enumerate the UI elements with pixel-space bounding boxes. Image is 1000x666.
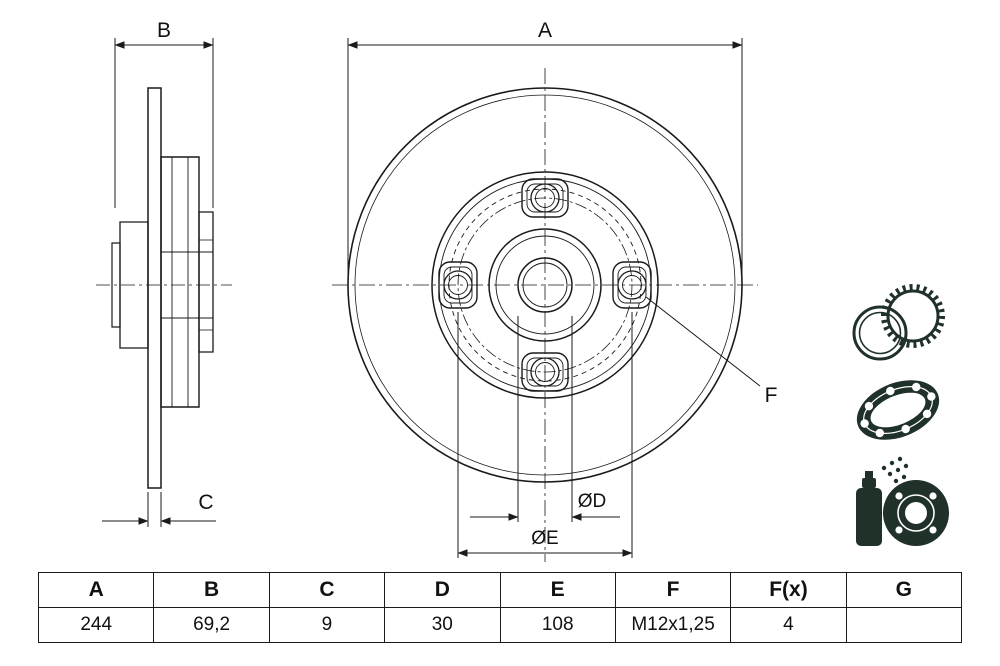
dimension-C: C: [102, 491, 216, 527]
value-Fx: 4: [730, 607, 847, 643]
bolt-pocket-bottom: [522, 353, 568, 391]
stud-hole: [531, 184, 559, 212]
stud-hole: [444, 271, 472, 299]
specification-table: A B C D E F F(x) G 244 69,2 9 30 108 M12…: [37, 572, 963, 643]
stud-hole-inner: [536, 363, 555, 382]
disc-bolt-holes: [895, 492, 937, 534]
col-header-D: D: [384, 572, 501, 608]
value-G: [845, 607, 963, 643]
dimension-label-C: C: [198, 491, 213, 514]
spray-can: [856, 471, 882, 546]
stud-hole-inner: [536, 189, 555, 208]
col-header-Fx: F(x): [730, 572, 847, 608]
col-header-B: B: [153, 572, 270, 608]
table-header-row: A B C D E F F(x) G: [37, 572, 963, 608]
stud-hole: [618, 271, 646, 299]
table-value-row: 244 69,2 9 30 108 M12x1,25 4: [37, 607, 963, 643]
hub-nose-section: [199, 212, 213, 352]
bolt-circle-centerline: [458, 198, 632, 372]
center-bore-chamfer: [523, 263, 567, 307]
dimension-label-A: A: [538, 19, 552, 42]
value-B: 69,2: [153, 607, 270, 643]
stamped-ring-hidden-line: [449, 189, 641, 381]
leader-line: [646, 297, 760, 386]
col-header-G: G: [845, 572, 963, 608]
hub-body-section: [161, 157, 199, 407]
spray-mist: [881, 456, 909, 484]
col-header-F: F: [614, 572, 732, 608]
disc-outer-edge-inner: [355, 95, 735, 475]
hub-boss-outer: [489, 229, 601, 341]
value-A: 244: [37, 607, 155, 643]
stud-hole-inner: [449, 276, 468, 295]
coated-disc-spray-icon: [856, 456, 949, 546]
bolt-pocket-right: [613, 262, 651, 308]
technical-drawing-canvas: B C: [0, 19, 949, 570]
disc-outer-edge: [348, 88, 742, 482]
dimension-B: B: [114, 19, 214, 208]
disc-plate-section: [148, 88, 161, 488]
stud-hole-inner: [623, 276, 642, 295]
col-header-E: E: [499, 572, 616, 608]
hub-collar-step: [112, 243, 120, 327]
col-header-C: C: [268, 572, 386, 608]
stud-hole: [531, 358, 559, 386]
value-C: 9: [268, 607, 386, 643]
col-header-A: A: [37, 572, 155, 608]
dimension-label-OE: ØE: [531, 528, 558, 549]
dimension-E: ØE: [457, 312, 633, 558]
dimension-D: ØD: [470, 316, 620, 522]
dimension-label-F: F: [765, 384, 778, 407]
value-E: 108: [499, 607, 616, 643]
hub-boss-inner: [496, 236, 594, 334]
value-F: M12x1,25: [614, 607, 732, 643]
bolt-pocket-top: [522, 179, 568, 217]
side-view: [96, 88, 232, 488]
value-D: 30: [384, 607, 501, 643]
abs-tone-ring-icon: [854, 287, 942, 359]
hub-flange-outer: [432, 172, 658, 398]
dimension-label-B: B: [157, 19, 171, 42]
dimension-label-OD: ØD: [578, 491, 607, 512]
bolt-pocket-left: [439, 262, 477, 308]
center-bore: [518, 258, 572, 312]
bearing-balls: [860, 382, 936, 438]
front-view: [332, 68, 758, 562]
leader-F: F: [646, 297, 777, 407]
wheel-bearing-icon: [856, 380, 940, 440]
dimension-A: A: [347, 19, 743, 276]
